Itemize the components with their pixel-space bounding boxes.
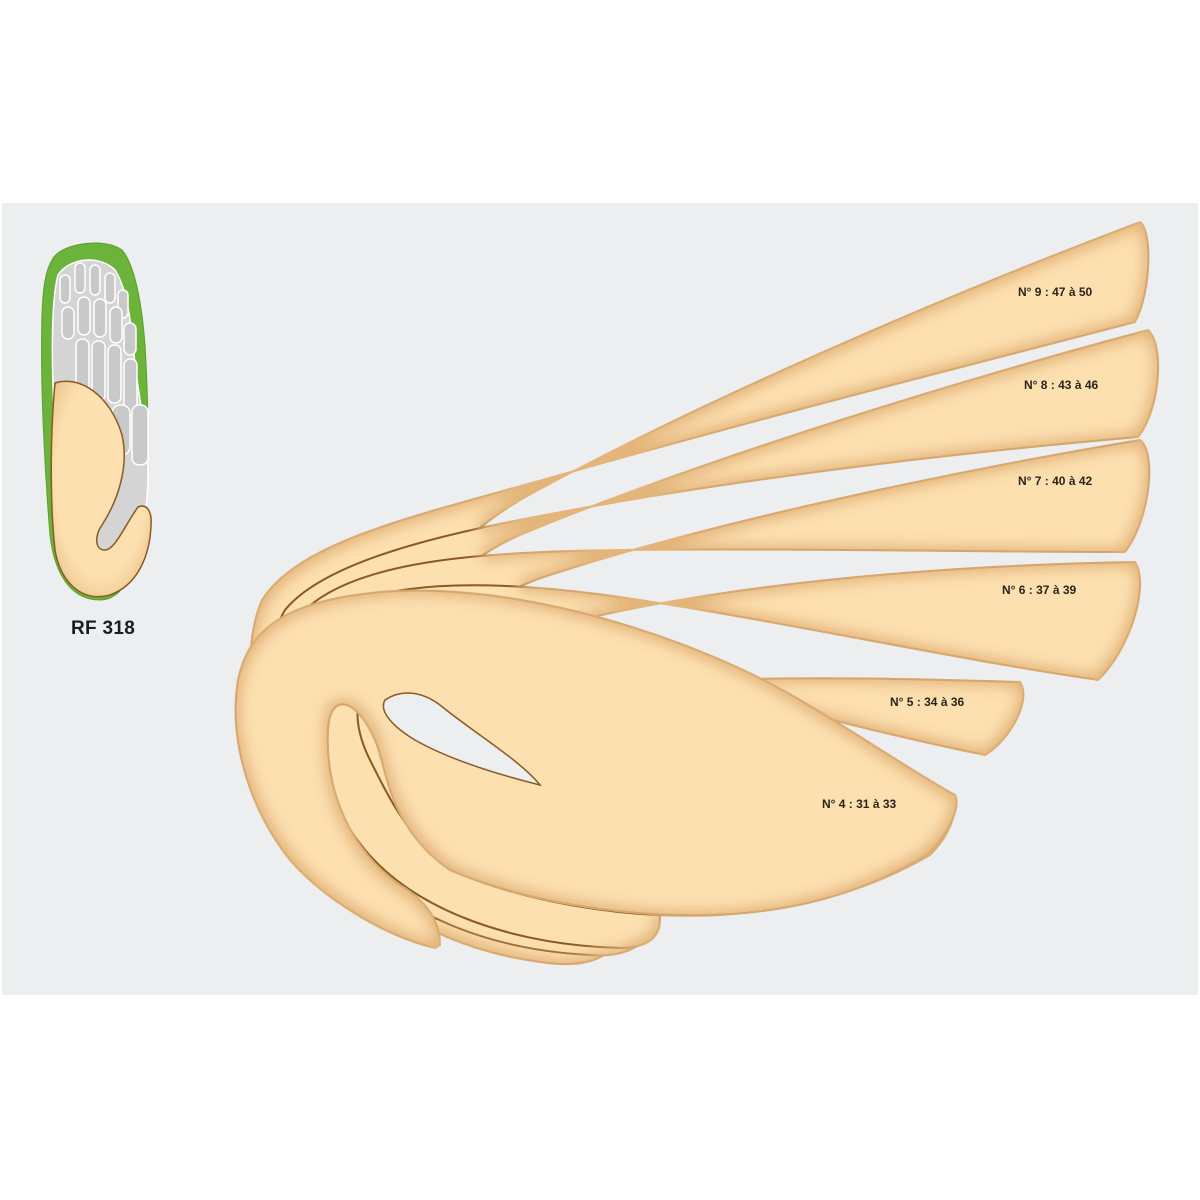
size-label-8: N° 8 : 43 à 46: [1024, 378, 1099, 392]
size-label-9: N° 9 : 47 à 50: [1018, 285, 1093, 299]
insole-pad-preview: [50, 380, 152, 598]
size-label-6: N° 6 : 37 à 39: [1002, 583, 1077, 597]
pad-size-4-body: [234, 589, 958, 950]
foot-skeleton-diagram: [41, 242, 152, 601]
model-label: RF 318: [71, 618, 136, 639]
size-label-5: N° 5 : 34 à 36: [890, 695, 965, 709]
size-label-4: N° 4 : 31 à 33: [822, 797, 897, 811]
curl-opening: [382, 692, 542, 787]
size-label-7: N° 7 : 40 à 42: [1018, 474, 1093, 488]
